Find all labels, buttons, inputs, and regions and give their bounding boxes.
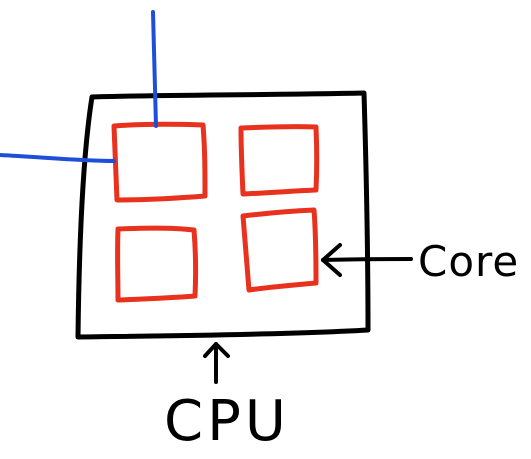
wire-horizontal xyxy=(0,153,116,163)
core-bottom-left xyxy=(115,225,199,303)
wire-vertical xyxy=(151,10,158,128)
core-top-right xyxy=(238,124,320,197)
core-label: Core xyxy=(418,237,519,286)
cpu-arrow-head xyxy=(203,342,230,358)
core-arrow-shaft xyxy=(321,257,413,262)
cpu-label: CPU xyxy=(164,389,290,454)
cpu-package-outline xyxy=(75,90,371,340)
core-arrow-head xyxy=(321,243,342,277)
core-bottom-right xyxy=(240,207,319,293)
cpu-arrow xyxy=(203,342,230,384)
core-top-left xyxy=(111,121,208,203)
core-arrow xyxy=(321,243,413,277)
